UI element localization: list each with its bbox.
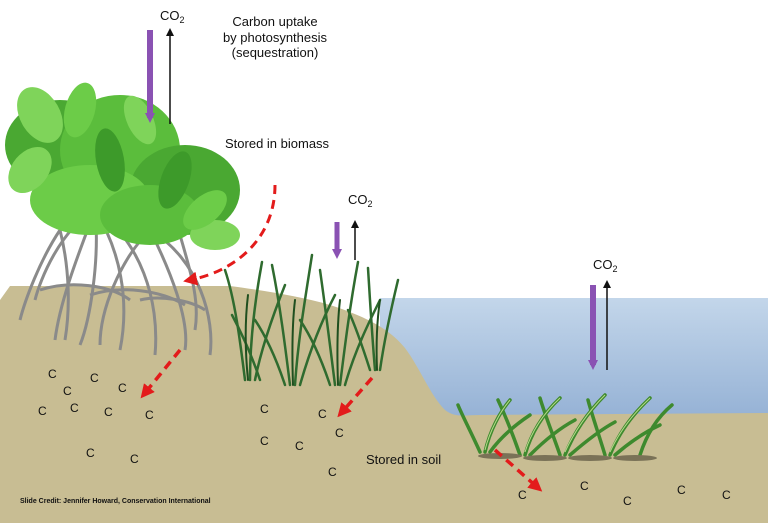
carbon-symbol: C	[518, 488, 527, 502]
carbon-symbol: C	[335, 426, 344, 440]
uptake-line-3: (sequestration)	[231, 45, 319, 61]
uptake-line-2: by photosynthesis	[222, 29, 328, 45]
co2-label-main: CO2	[160, 8, 185, 25]
soil-transfer-arrow-seagrass	[493, 448, 543, 492]
carbon-symbol: C	[90, 371, 99, 385]
stored-in-soil-label: Stored in soil	[366, 452, 442, 467]
carbon-symbol: C	[86, 446, 95, 460]
carbon-symbol: C	[63, 384, 72, 398]
carbon-uptake-label: Carbon uptake by photosynthesis (sequest…	[218, 14, 332, 61]
stored-in-biomass-label: Stored in biomass	[225, 136, 330, 151]
carbon-symbol: C	[295, 439, 304, 453]
carbon-symbol: C	[318, 407, 327, 421]
carbon-symbol: C	[118, 381, 127, 395]
biomass-transfer-arrow	[183, 184, 277, 286]
carbon-symbol: C	[260, 402, 269, 416]
carbon-symbol: C	[623, 494, 632, 508]
carbon-symbol: C	[328, 465, 337, 479]
carbon-symbol: C	[580, 479, 589, 493]
salt-marsh-grass-icon	[223, 253, 400, 387]
soil	[0, 286, 768, 523]
mangrove-icon	[5, 82, 240, 250]
soil-transfer-arrow-saltmarsh	[337, 376, 374, 418]
seagrass-sediment	[478, 453, 657, 461]
co2-label-saltmarsh: CO2	[348, 192, 373, 209]
carbon-symbol: C	[130, 452, 139, 466]
carbon-symbol: C	[260, 434, 269, 448]
seagrass-highlight	[484, 394, 651, 453]
salt-marsh-grass-dark	[244, 294, 381, 386]
carbon-symbol: C	[70, 401, 79, 415]
carbon-symbol: C	[104, 405, 113, 419]
soil-transfer-arrow-mangrove	[140, 348, 182, 399]
slide-credit: Slide Credit: Jennifer Howard, Conservat…	[20, 498, 211, 505]
carbon-symbol: C	[145, 408, 154, 422]
carbon-symbol: C	[722, 488, 731, 502]
carbon-symbol: C	[48, 367, 57, 381]
uptake-line-1: Carbon uptake	[232, 14, 318, 29]
carbon-symbol: C	[677, 483, 686, 497]
co2-label-seagrass: CO2	[593, 257, 618, 274]
carbon-symbol: C	[38, 404, 47, 418]
